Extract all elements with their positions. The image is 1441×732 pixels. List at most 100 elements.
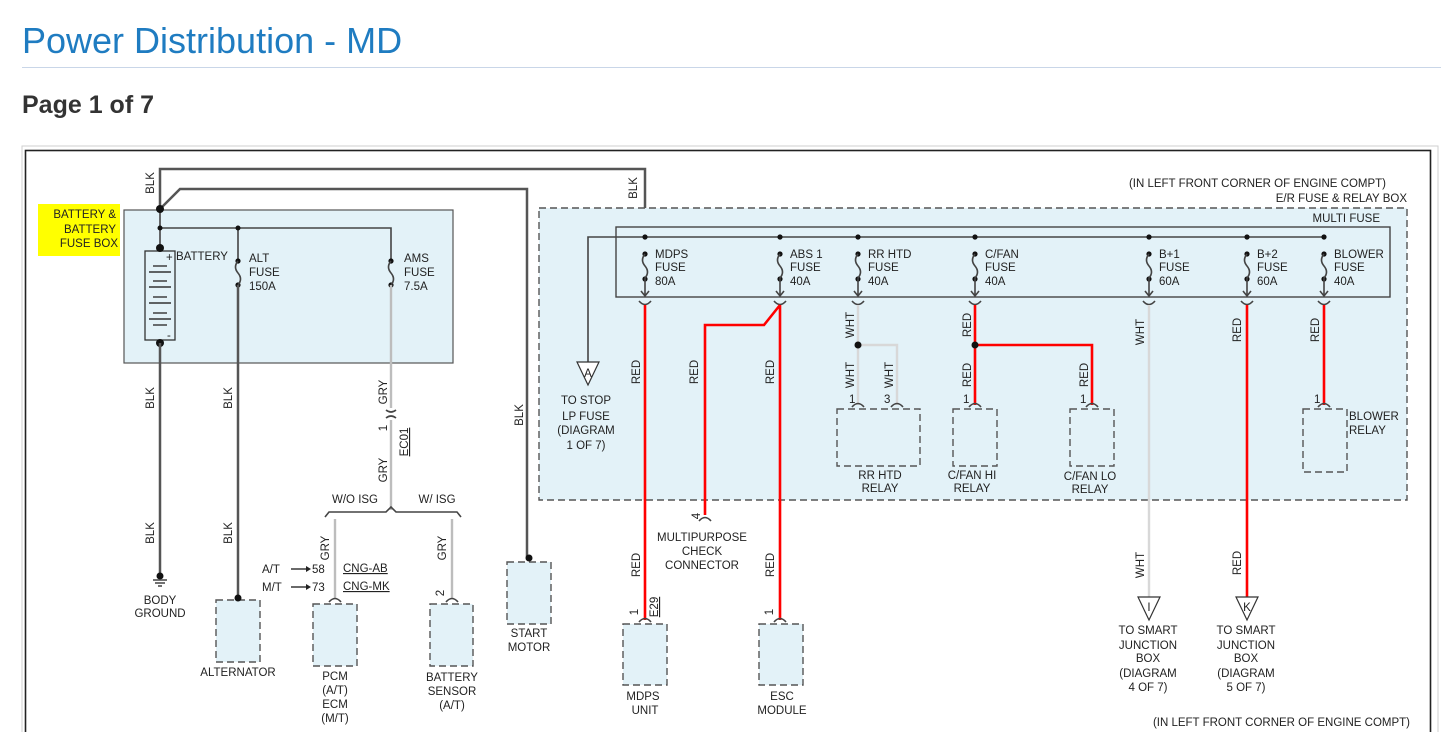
fuse-name: BLOWER	[1334, 249, 1384, 261]
ams-fuse-rating: 7.5A	[404, 281, 428, 293]
multi-fuse-label: MULTI FUSE	[1312, 213, 1380, 225]
start-motor-label: MOTOR	[508, 642, 551, 654]
fuse-rating: 80A	[655, 276, 676, 288]
smart-jb-i-label: TO SMART	[1119, 625, 1178, 637]
smart-jb-k-label: 5 OF 7)	[1227, 682, 1266, 694]
mt-connector: CNG-MK	[343, 581, 390, 593]
wire-code: RED	[765, 360, 777, 384]
off-page-marker-a: A	[584, 368, 592, 380]
smart-jb-i-label: 4 OF 7)	[1129, 682, 1168, 694]
wire-code: GRY	[378, 457, 390, 482]
fuse-word: FUSE	[1334, 262, 1365, 274]
start-motor-component	[506, 561, 552, 625]
fuse-rating: 40A	[985, 276, 1006, 288]
fuse-word: FUSE	[655, 262, 686, 274]
to-stop-label: TO STOP	[561, 395, 611, 407]
smart-jb-k-label: JUNCTION	[1217, 640, 1275, 652]
wire-code: RED	[689, 360, 701, 384]
fuse-word: FUSE	[1257, 262, 1288, 274]
battery-box-label-1: BATTERY &	[53, 209, 116, 221]
fuse-word: FUSE	[868, 262, 899, 274]
battery-label: BATTERY	[176, 251, 228, 263]
blower-relay-pin: 1	[1314, 394, 1320, 406]
pcm-component	[312, 603, 358, 667]
at-connector: CNG-AB	[343, 563, 388, 575]
branch-without-isg: W/O ISG	[332, 494, 378, 506]
er-box-name: E/R FUSE & RELAY BOX	[1276, 193, 1408, 205]
wire-code: BLK	[145, 522, 157, 544]
fuse-word: FUSE	[985, 262, 1016, 274]
alt-fuse-name: ALT	[249, 253, 269, 265]
wire-code: RED	[962, 313, 974, 337]
multipurpose-label: CONNECTOR	[665, 560, 739, 572]
battery-sensor-component	[429, 603, 474, 667]
cfan-lo-relay-label: RELAY	[1072, 484, 1109, 496]
diagram-frame-outer	[21, 145, 1439, 732]
wire-code: BLK	[145, 172, 157, 194]
page-indicator: Page 1 of 7	[22, 91, 154, 119]
fuse-name: MDPS	[655, 249, 689, 261]
wire-code: GRY	[320, 535, 332, 560]
battery-box-label-2: BATTERY	[64, 224, 116, 236]
fuse-rating: 60A	[1257, 276, 1278, 288]
off-page-connector-k	[1235, 596, 1259, 622]
fuse-name: ABS 1	[790, 249, 823, 261]
wire-code: BLK	[628, 177, 640, 199]
ec01-pin: 1	[378, 425, 390, 431]
off-page-marker-i: I	[1147, 602, 1150, 614]
blower-relay-label: RELAY	[1349, 425, 1386, 437]
cfan-hi-relay-pin: 1	[963, 394, 969, 406]
wire-codes-right: RED RED RED RED RED WHT WHT WHT RED RED …	[631, 312, 1322, 578]
wire-code: WHT	[845, 312, 857, 338]
multipurpose-label: MULTIPURPOSE	[657, 532, 747, 544]
at-label: A/T	[262, 564, 280, 576]
ams-fuse-name: AMS	[404, 253, 429, 265]
branch-with-isg: W/ ISG	[418, 494, 455, 506]
red-wire-abs1	[703, 304, 782, 620]
wire-code: BLK	[223, 387, 235, 409]
multipurpose-pin: 4	[691, 512, 703, 519]
wire-code: RED	[1232, 551, 1244, 575]
wht-wire-rr-htd	[856, 305, 899, 405]
battery-fuse-box: BATTERY & BATTERY FUSE BOX + - BATTERY A…	[38, 204, 454, 364]
rr-htd-relay-label: RR HTD	[858, 470, 901, 482]
smart-jb-i-label: JUNCTION	[1119, 640, 1177, 652]
mdps-unit-label: MDPS	[626, 691, 660, 703]
mdps-unit-connector: E29	[649, 597, 661, 617]
cfan-lo-relay-label: C/FAN LO	[1064, 471, 1116, 483]
alt-fuse-rating: 150A	[249, 281, 276, 293]
off-page-marker-k: K	[1243, 602, 1251, 614]
esc-module-pin: 1	[764, 609, 776, 615]
to-stop-label: (DIAGRAM	[557, 425, 615, 437]
wire-code: RED	[765, 553, 777, 577]
wire-code: BLK	[223, 522, 235, 544]
rr-htd-relay-pin3: 3	[884, 394, 890, 406]
multipurpose-label: CHECK	[682, 546, 723, 558]
title-divider	[22, 67, 1441, 68]
fuse-rating: 40A	[790, 276, 811, 288]
start-motor-label: START	[511, 628, 548, 640]
pcm-label: ECM	[322, 699, 348, 711]
blower-relay	[1302, 408, 1348, 473]
wire-code: WHT	[1135, 319, 1147, 345]
red-wire-cfan	[973, 305, 1094, 405]
wire-code: RED	[631, 360, 643, 384]
fuse-name: B+1	[1159, 249, 1180, 261]
wire-code: RED	[1079, 363, 1091, 387]
alternator-label: ALTERNATOR	[200, 667, 275, 679]
body-ground-label: GROUND	[134, 608, 185, 620]
blk-wire-to-start-motor	[159, 187, 529, 558]
esc-module	[758, 623, 804, 686]
battery-fuse-box-outline	[123, 209, 454, 364]
esc-module-label: MODULE	[757, 705, 807, 717]
fuse-name: B+2	[1257, 249, 1278, 261]
rr-htd-relay	[836, 408, 921, 467]
to-stop-label: 1 OF 7)	[567, 440, 606, 452]
wire-code: BLK	[514, 404, 526, 426]
smart-jb-k-label: BOX	[1234, 653, 1259, 665]
multi-fuse-bus	[587, 236, 1324, 362]
